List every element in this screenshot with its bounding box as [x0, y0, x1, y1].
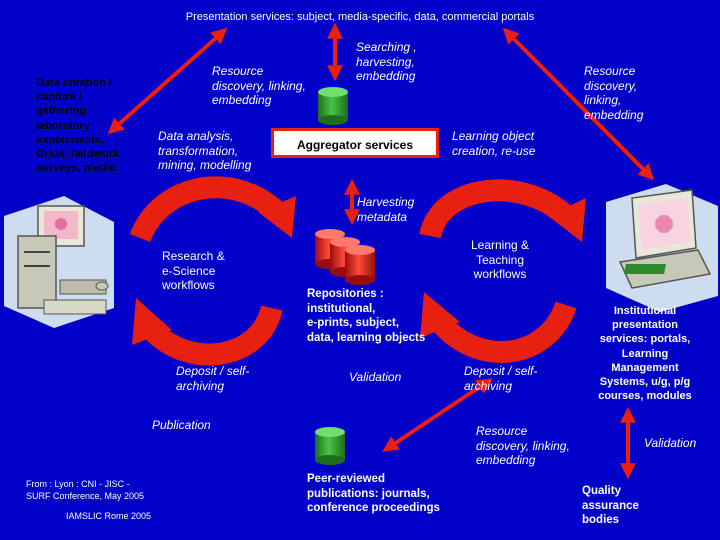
publication-label: Publication: [152, 418, 211, 432]
page-title: Presentation services: subject, media-sp…: [185, 11, 535, 23]
right-cycle-head-top: [548, 198, 586, 242]
laptop-computer-icon: [606, 184, 718, 312]
aggregator-services-label: Aggregator services: [296, 138, 414, 152]
repository-cylinders-icon: [315, 229, 375, 285]
deposit-right-label: Deposit / self-archiving: [464, 364, 538, 393]
arrow-left-discovery: [107, 27, 228, 135]
database-cylinder-icon: [315, 427, 345, 465]
arrow-bottom-discovery: [382, 378, 493, 452]
database-cylinder-icon: [318, 87, 348, 125]
left-cycle-head-top: [258, 196, 296, 238]
validation-center-label: Validation: [349, 370, 402, 384]
desktop-computer-icon: [4, 196, 114, 328]
right-cycle-head-bottom: [420, 292, 460, 338]
arrow-right-discovery: [502, 27, 655, 181]
aggregator-services-box: Aggregator services: [271, 128, 439, 158]
event-label: IAMSLIC Rome 2005: [66, 511, 152, 521]
right-cycle-arrows: [419, 179, 577, 363]
searching-label: Searching ,harvesting,embedding: [356, 40, 417, 83]
data-analysis-label: Data analysis,transformation,mining, mod…: [158, 129, 252, 172]
left-cycle-arrows: [129, 176, 283, 366]
validation-right-label: Validation: [644, 436, 697, 450]
data-creation-label: Data creation /capture /gathering:labora…: [36, 77, 120, 175]
deposit-left-label: Deposit / self-archiving: [176, 364, 250, 393]
source-citation: From : Lyon : CNI - JISC -SURF Conferenc…: [26, 479, 145, 501]
repositories-label: Repositories :institutional,e-prints, su…: [307, 288, 426, 344]
left-cycle-head-bottom: [132, 298, 172, 345]
